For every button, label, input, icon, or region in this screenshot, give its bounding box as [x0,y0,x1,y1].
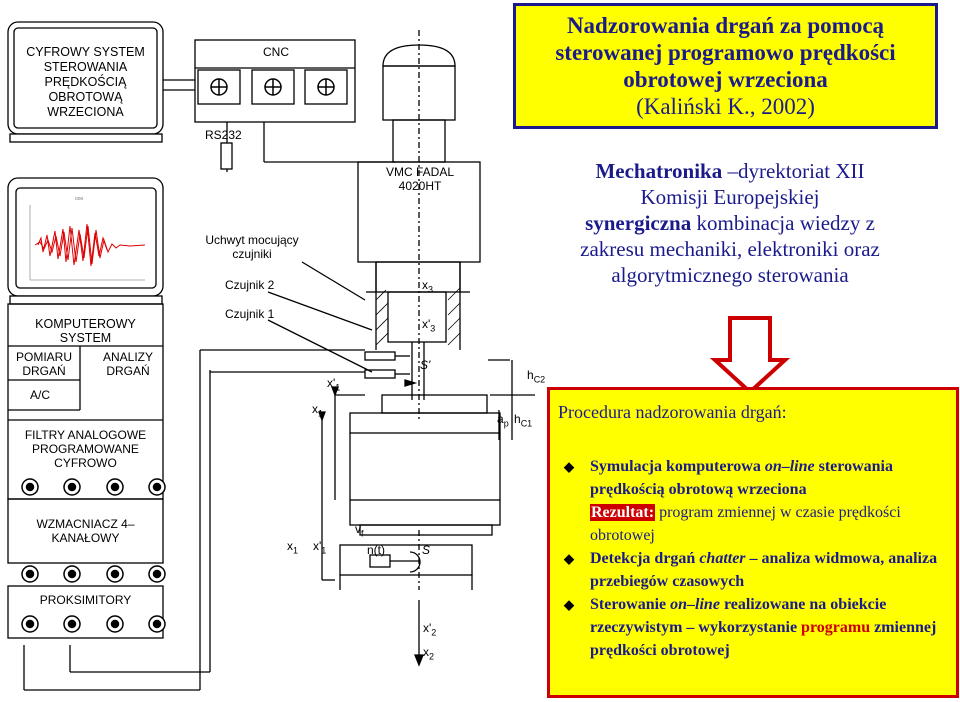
mechatronics-rest1: –dyrektoriat XII [722,159,865,183]
proximity-label: PROKSIMITORY [39,593,132,607]
synergy-word: synergiczna [585,211,692,235]
mechatronics-word: Mechatronika [595,159,723,183]
measurement-label: POMIARU DRGAŃ [15,350,72,378]
cnc-panel [194,39,356,123]
rs232-label: RS232 [205,128,242,142]
analysis-label: ANALIZY DRGAŃ [102,350,153,378]
workpiece-table [339,394,501,590]
nt-label: n(t) [367,543,385,557]
x3-label: x3 [422,278,434,295]
mechatronics-line2: Komisji Europejskiej [640,185,820,209]
sensor1-label: Czujnik 1 [225,307,275,321]
procedure-title: Procedura nadzorowania drgań: [558,402,787,422]
x1-top-label: x1 [312,402,324,419]
title-line-2: sterowanej programowo prędkości [555,40,896,65]
sprime-label: S' [420,358,431,372]
list-item: Sterowanie on–line realizowane na obiekc… [564,593,954,662]
vibration-signal [34,223,146,267]
x2p-label: x'2 [423,621,437,638]
machine-label: VMC FADAL 4020HT [385,165,454,193]
down-arrow [709,316,791,395]
holder-label: Uchwyt mocujący czujniki [205,233,299,261]
monitor-top [7,21,164,143]
x3p-label: x'3 [422,317,436,334]
hc2-label: hC2 [527,368,546,385]
x1p-top-label: x'1 [327,376,341,393]
result-label: Rezultat: [590,504,656,521]
spindle-head [357,30,481,420]
title-line-3: obrotowej wrzeciona [623,67,828,92]
title-box: Nadzorowania drgań za pomocą sterowanej … [513,3,938,129]
computer-system-label: KOMPUTEROWY SYSTEM [35,317,136,345]
cnc-label: CNC [263,45,289,59]
cabinet-connectors [21,478,166,633]
mechatronics-definition: Mechatronika –dyrektoriat XII Komisji Eu… [520,158,940,288]
amplifier-label: WZMACNIACZ 4–KANAŁOWY [36,517,135,545]
monitor-label: CYFROWY SYSTEM STEROWANIA PRĘDKOŚCIĄ OBR… [26,45,145,119]
mechatronics-line4: zakresu mechaniki, elektroniki oraz [580,237,880,261]
ap-label: ap [497,412,509,429]
title-source: (Kaliński K., 2002) [636,94,815,119]
vf-label: vf [355,522,364,539]
list-item: Detekcja drgań chatter – analiza widmowa… [564,547,954,593]
x1p-bot-label: x'1 [313,539,327,556]
title-line-1: Nadzorowania drgań za pomocą [566,13,885,38]
mechatronics-line5: algorytmicznego sterowania [611,263,849,287]
mechatronics-rest3: kombinacja wiedzy z [691,211,875,235]
cnc-knobs [210,78,335,96]
x1-bot-label: x1 [287,539,299,556]
filters-label: FILTRY ANALOGOWE PROGRAMOWANE CYFROWO [24,428,147,470]
procedure-box: Procedura nadzorowania drgań: Symulacja … [547,387,959,698]
computer-cabinet [7,303,164,639]
hc1-label: hC1 [514,412,533,429]
x2-label: x2 [423,645,435,662]
ac-label: A/C [30,388,51,402]
sensor2-label: Czujnik 2 [225,278,275,292]
svg-text:ooo: ooo [75,196,84,202]
list-item: Symulacja komputerowa on–line sterowania… [564,455,954,547]
procedure-list: Symulacja komputerowa on–line sterowania… [564,455,954,662]
s-label: S [422,543,431,557]
